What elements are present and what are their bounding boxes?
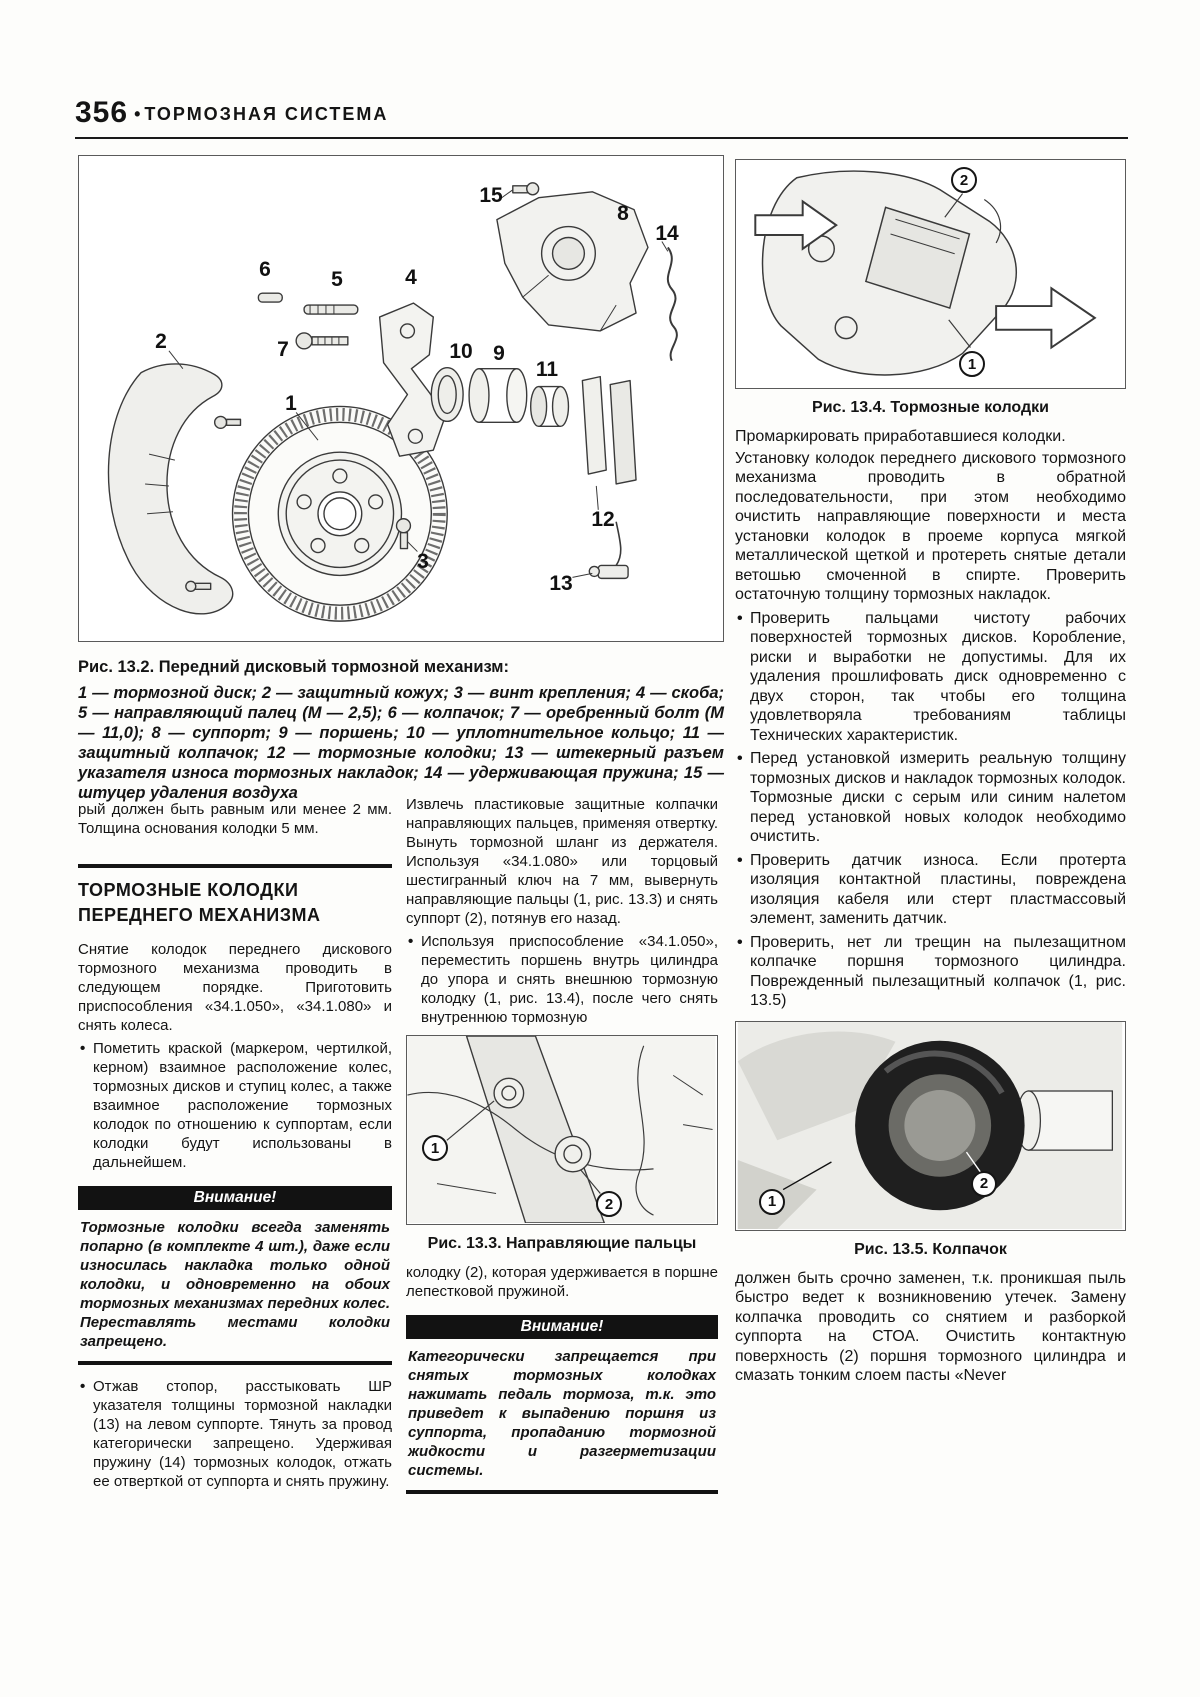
part-label-14: 14 [655,222,679,245]
header-separator-dot: • [134,104,141,124]
column-right: 2 1 Рис. 13.4. Тормозные колодки Промарк… [735,155,1126,1388]
body-paragraph: Промаркировать приработавшиеся колодки. [735,428,1066,445]
part-label-4: 4 [405,266,417,289]
list-item: Используя приспособление «34.1.050», пер… [406,932,718,1027]
part-label-5: 5 [331,268,343,291]
part-label-11: 11 [535,358,559,381]
column-middle: Извлечь пластиковые защитные колпачки на… [406,795,718,1506]
figure-part-label-1: 1 [422,1135,448,1161]
part-label-10: 10 [449,340,473,363]
body-paragraph: Извлечь пластиковые защитные колпачки на… [406,796,718,927]
part-label-15: 15 [479,184,503,207]
figure-13-3: 1 2 [406,1035,718,1225]
figure-13-2: 1 2 3 4 5 6 7 8 9 10 11 12 13 14 15 [78,155,724,642]
list-item: Проверить пальцами чистоту рабочих повер… [735,609,1126,746]
list-item: Перед установкой измерить реальную толщи… [735,749,1126,847]
list-item: Проверить датчик износа. Если протерта и… [735,851,1126,929]
body-paragraph: Установку колодок переднего дискового то… [735,449,1126,604]
warning-box: Внимание! Категорически запрещается при … [406,1315,718,1494]
list-item: Отжав стопор, расстыковать ШР указателя … [78,1377,392,1491]
warning-box: Внимание! Тормозные колодки всегда замен… [78,1186,392,1365]
part-label-7: 7 [277,338,289,361]
carryover-paragraph: рый должен быть равным или менее 2 мм. Т… [78,801,392,837]
front-disc-brake-exploded-drawing [107,182,678,622]
figure-13-5-caption: Рис. 13.5. Колпачок [854,1240,1007,1258]
figure-13-5: 1 2 [735,1020,1126,1231]
page-header: 356•ТОРМОЗНАЯ СИСТЕМА [75,96,1128,139]
part-label-6: 6 [259,258,271,281]
guide-pins-photo-drawing [407,1036,716,1223]
part-label-2: 2 [155,330,167,353]
piston-boot-photo-drawing [737,1021,1123,1229]
warning-text: Тормозные колодки всегда заменять попарн… [80,1219,390,1350]
figure-13-4: 2 1 [735,159,1126,389]
page-number: 356 [75,96,129,129]
figure-legend: 1 — тормозной диск; 2 — защитный кожух; … [78,684,724,802]
list-item: Проверить, нет ли трещин на пылезащитном… [735,933,1126,1011]
figure-part-label-1: 1 [959,351,985,377]
warning-title: Внимание! [78,1186,392,1210]
figure-13-3-caption: Рис. 13.3. Направляющие пальцы [427,1235,697,1252]
part-label-12: 12 [591,508,615,531]
body-paragraph: колодку (2), которая удерживается в порш… [406,1264,718,1300]
list-item: Пометить краской (маркером, чертилкой, к… [78,1039,392,1172]
column-left: рый должен быть равным или менее 2 мм. Т… [78,800,392,1493]
chapter-title: ТОРМОЗНАЯ СИСТЕМА [144,104,389,124]
part-label-9: 9 [493,342,505,365]
part-label-3: 3 [417,550,429,573]
figure-caption-title: Рис. 13.2. Передний дисковый тормозной м… [78,658,509,676]
figure-part-label-1: 1 [759,1188,785,1215]
part-label-8: 8 [617,202,629,225]
section-heading: ТОРМОЗНЫЕ КОЛОДКИ ПЕРЕДНЕГО МЕХАНИЗМА [78,864,392,928]
part-label-13: 13 [549,572,573,595]
brake-pads-photo-drawing [754,170,1097,376]
figure-13-2-caption: Рис. 13.2. Передний дисковый тормозной м… [78,648,724,803]
body-paragraph: должен быть срочно заменен, т.к. проникш… [735,1269,1126,1385]
intro-paragraph: Снятие колодок переднего дискового тормо… [78,941,392,1034]
figure-part-label-2: 2 [596,1191,622,1217]
figure-part-label-2: 2 [971,1170,997,1197]
part-label-1: 1 [285,392,297,415]
warning-text: Категорически запрещается при снятых тор… [408,1348,716,1479]
figure-13-4-caption: Рис. 13.4. Тормозные колодки [812,399,1049,416]
warning-title: Внимание! [406,1315,718,1339]
figure-part-label-2: 2 [951,167,977,193]
